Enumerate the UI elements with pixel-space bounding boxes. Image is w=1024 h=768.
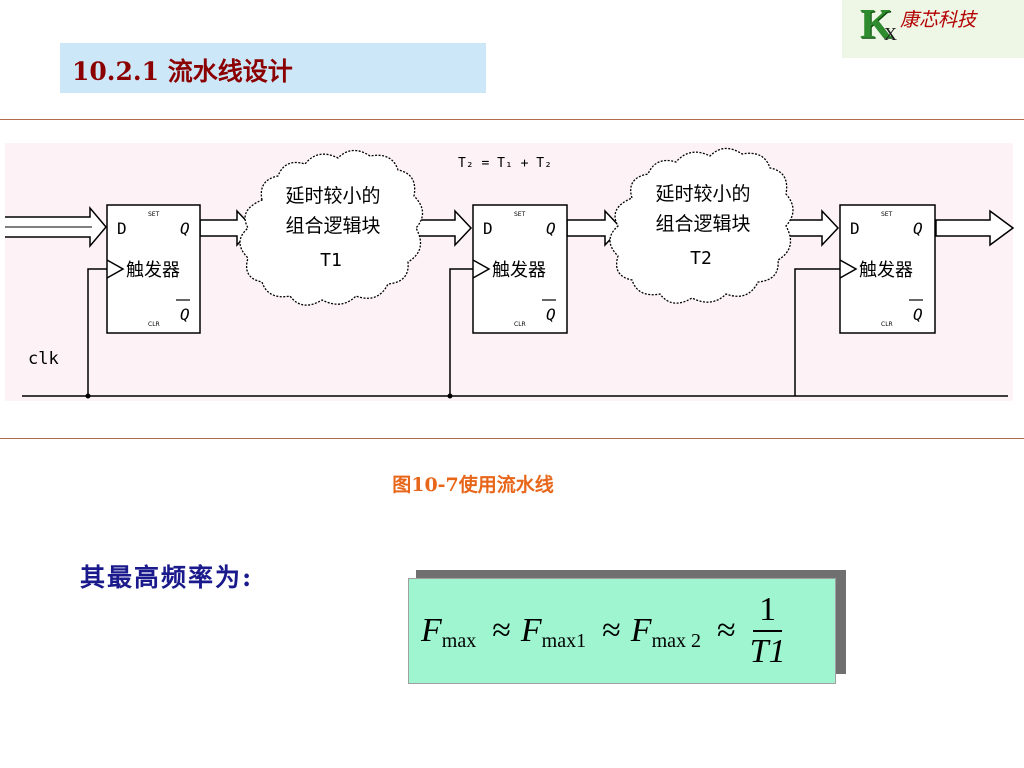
clock-label: clk: [28, 349, 59, 369]
logo-x-mark: X: [884, 24, 897, 44]
formula-sub1: max1: [541, 629, 587, 652]
flipflop-2: D SET Q 触发器 CLR Q: [472, 204, 568, 334]
ff3-name: 触发器: [859, 260, 913, 281]
ff2-clr-pin: CLR: [514, 321, 526, 328]
ff3-set-pin: SET: [881, 211, 893, 218]
formula-f1: F: [520, 612, 542, 649]
cloud1-line2: 组合逻辑块: [285, 215, 380, 237]
flipflop-1: D SET Q 触发器 CLR Q: [106, 204, 201, 334]
input-bus-arrow: [5, 205, 107, 249]
formula-denominator: T1: [749, 633, 786, 670]
figure-caption: 图10-7使用流水线: [392, 474, 554, 496]
frequency-label: 其最高频率为:: [80, 563, 254, 592]
slide-title: 10.2.1 流水线设计: [72, 57, 293, 86]
cloud2-line1: 延时较小的: [655, 183, 750, 205]
slide-title-box: 10.2.1 流水线设计: [60, 43, 486, 93]
cloud1-delay-label: T1: [320, 250, 342, 271]
formula-approx-2: ≈: [602, 612, 621, 649]
cloud2-delay-label: T2: [690, 248, 712, 269]
formula-approx-3: ≈: [717, 612, 736, 649]
cloud1-line1: 延时较小的: [285, 185, 380, 207]
formula-f0: F: [421, 612, 442, 649]
ff2-name: 触发器: [492, 260, 546, 281]
ff3-d-pin: D: [850, 219, 860, 238]
ff2-qbar-pin: Q: [546, 305, 556, 324]
ff1-qbar-pin: Q: [180, 305, 190, 324]
ff1-set-pin: SET: [148, 211, 160, 218]
combinational-logic-cloud-2: 延时较小的 组合逻辑块 T2: [609, 147, 794, 304]
formula-fraction: 1 T1: [750, 590, 786, 672]
formula-numerator: 1: [753, 590, 783, 632]
formula-sub0: max: [441, 629, 477, 652]
ff2-d-pin: D: [483, 219, 493, 238]
pipeline-diagram: T₂ = T₁ + T₂ D SET Q 触发器 CLR Q D SET Q 触…: [5, 143, 1015, 401]
ff3-q-pin: Q: [913, 219, 923, 238]
logo-k-mark: K: [860, 2, 893, 48]
formula-approx-1: ≈: [492, 612, 511, 649]
timing-equation: T₂ = T₁ + T₂: [458, 156, 552, 171]
top-divider: [0, 119, 1024, 120]
formula-sub2: max 2: [651, 629, 701, 652]
clock-network: [22, 268, 1008, 397]
formula-f2: F: [630, 612, 652, 649]
bus-arrow-output: [935, 209, 1015, 247]
ff1-name: 触发器: [126, 260, 180, 281]
clock-junction-1: [85, 393, 91, 399]
combinational-logic-cloud-1: 延时较小的 组合逻辑块 T1: [239, 149, 424, 306]
ff1-clr-pin: CLR: [148, 321, 160, 328]
ff3-qbar-pin: Q: [913, 305, 923, 324]
cloud2-line2: 组合逻辑块: [655, 213, 750, 235]
ff1-q-pin: Q: [180, 219, 190, 238]
logo-company-name: 康芯科技: [900, 9, 977, 31]
ff2-q-pin: Q: [546, 219, 556, 238]
clock-junction-2: [447, 393, 453, 399]
ff2-set-pin: SET: [514, 211, 526, 218]
ff3-clr-pin: CLR: [881, 321, 893, 328]
flipflop-3: D SET Q 触发器 CLR Q: [839, 204, 936, 334]
ff1-d-pin: D: [117, 219, 127, 238]
logo: K X 康芯科技: [842, 0, 1024, 58]
bottom-divider: [0, 438, 1024, 439]
